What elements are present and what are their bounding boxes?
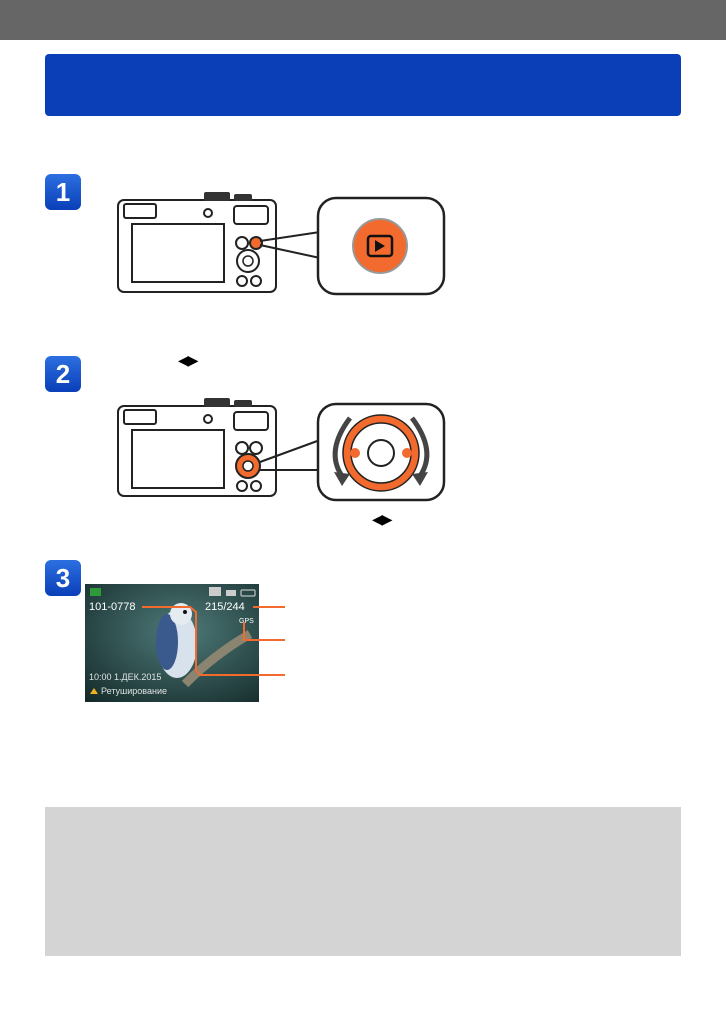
step-2-badge: 2 [45,356,81,392]
camera-back-figure-1 [117,192,446,296]
image-counter: 215/244 [205,601,245,613]
file-number: 101-0778 [89,601,136,613]
retouch-label: Ретуширование [101,686,167,696]
step-3-badge: 3 [45,560,81,596]
recording-datetime: 10:00 1.ДЕК.2015 [89,672,162,682]
display-callout-lines [142,606,285,676]
left-right-arrows: ◀▶ [178,353,199,369]
note-box [45,807,681,956]
step-1-badge: 1 [45,174,81,210]
camera-back-figure-2 [117,398,446,502]
caption-left-right-arrows: ◀▶ [372,512,393,528]
gps-indicator: GPS [239,618,254,625]
title-banner [45,54,681,116]
header-bar [0,0,726,40]
playback-display: 101-0778 215/244 GPS 10:00 1.ДЕК.2015 Ре… [85,584,259,702]
